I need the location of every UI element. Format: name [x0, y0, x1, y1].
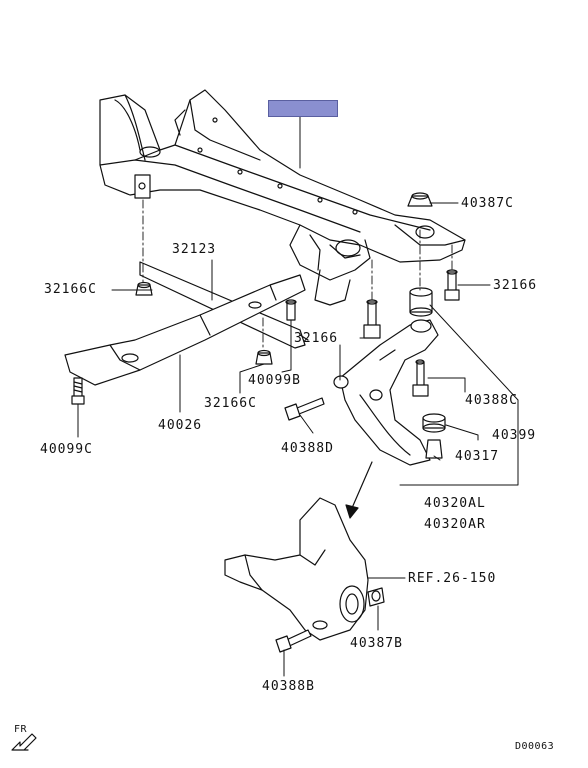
steering-knuckle [224, 497, 369, 641]
label-40387c: 40387C [461, 196, 514, 211]
bolt-40388b [275, 629, 312, 653]
diagram-code: D00063 [515, 741, 555, 752]
nut-32166c-mid [255, 349, 273, 365]
ball-joint-40317 [422, 413, 446, 459]
bolt-40388d [284, 397, 325, 421]
alignment-lines [142, 199, 453, 351]
label-40026: 40026 [158, 418, 203, 433]
label-32166c-mid: 32166C [204, 396, 257, 411]
label-32166-right: 32166 [493, 278, 538, 293]
nut-40387c [407, 192, 433, 207]
label-40320al: 40320AL [424, 496, 486, 511]
label-40317: 40317 [455, 449, 500, 464]
bolt-40099b [285, 299, 297, 321]
front-subframe [99, 89, 466, 306]
label-40388d: 40388D [281, 441, 334, 456]
bushing-40399 [409, 287, 433, 317]
bolt-40099c [71, 377, 85, 405]
bolt-32166-mid [363, 299, 381, 339]
label-32123: 32123 [172, 242, 217, 257]
leader-lines [77, 116, 519, 677]
lower-control-arm [333, 319, 439, 466]
assembly-arrow [345, 461, 373, 519]
label-40320ar: 40320AR [424, 517, 486, 532]
label-fr: FR [14, 724, 28, 735]
label-32166-mid: 32166 [294, 331, 339, 346]
nut-32166c-left [135, 281, 153, 296]
nut-40387b [367, 587, 385, 607]
highlight-box [268, 100, 338, 117]
label-32166c-left: 32166C [44, 282, 97, 297]
label-40399: 40399 [492, 428, 537, 443]
label-40388c: 40388C [465, 393, 518, 408]
bolt-40388c [412, 359, 429, 397]
label-ref: REF.26-150 [408, 571, 497, 586]
label-40099c: 40099C [40, 442, 93, 457]
fr-arrow-icon [11, 733, 37, 751]
crossmember-bar [64, 274, 306, 386]
label-40387b: 40387B [350, 636, 403, 651]
label-40388b: 40388B [262, 679, 315, 694]
label-40099b: 40099B [248, 373, 301, 388]
bolt-32166-right [444, 269, 460, 301]
